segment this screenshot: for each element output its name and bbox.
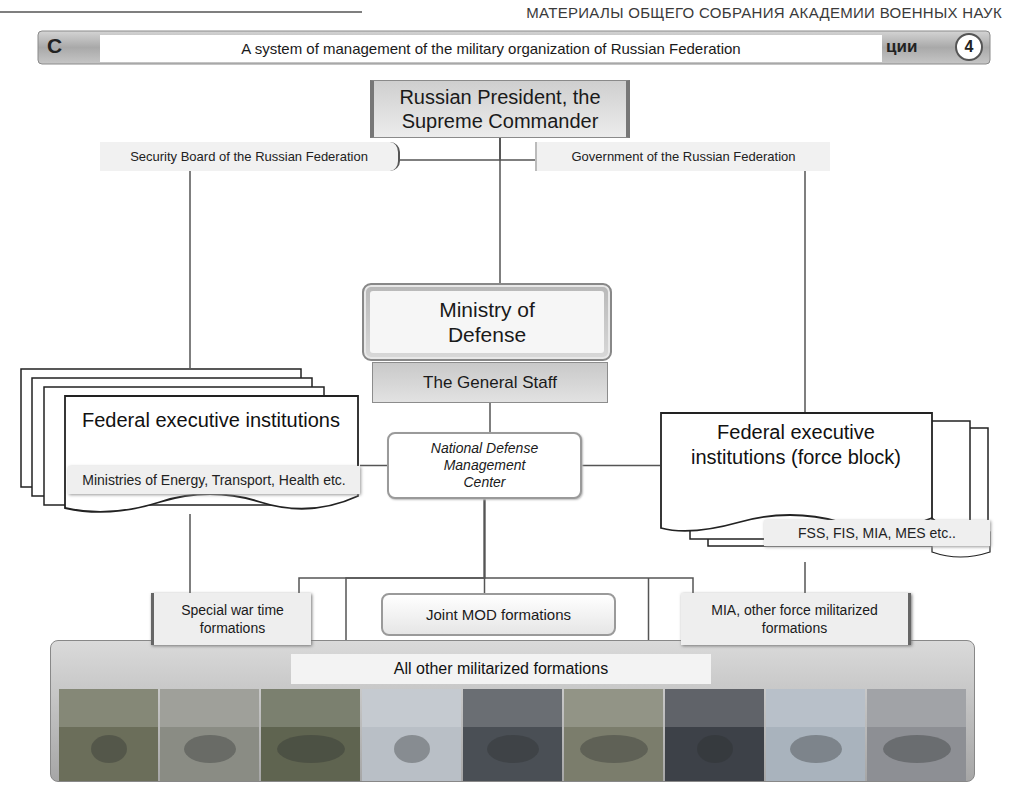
control-center-box: National Defense Management Center [387,432,582,499]
diagram-title: A system of management of the military o… [100,35,882,62]
government-box: Government of the Russian Federation [535,142,830,171]
agency-stack: Federal executive institutionsMinistries… [20,368,360,514]
node-text: Ministry of Defense [400,297,575,347]
connector-line [299,499,485,593]
title-banner [38,31,990,64]
node-text: All other militarized formations [291,654,711,684]
connector-line [189,171,191,368]
staff-box: The General Staff [372,362,608,403]
header-text: МАТЕРИАЛЫ ОБЩЕГО СОБРАНИЯ АКАДЕМИИ ВОЕНН… [372,4,1002,21]
node-text: Government of the Russian Federation [547,148,820,165]
banner-suffix: ции [886,37,917,57]
connector-line [489,403,491,432]
formation-box: MIA, other force militarized formations [681,593,911,645]
node-text: National Defense Management Center [423,440,547,491]
connector-line [360,465,387,467]
ministry-box: Ministry of Defense [362,283,612,361]
connector-line [499,138,501,283]
formations-band: All other militarized formationsSpecial … [50,640,975,782]
node-text: Federal executive institutions [82,408,340,433]
connector-line [189,514,191,593]
node-body: Ministries of Energy, Transport, Health … [68,466,360,494]
connector-line [400,138,500,160]
connector-line [582,465,660,467]
node-body: FSS, FIS, MIA, MES etc.. [764,520,990,546]
node-text: Special war time formations [162,601,303,637]
connector-line [804,562,806,593]
node-text: MIA, other force militarized formations [689,601,900,637]
page-number: 4 [955,33,983,61]
connector-line [804,171,806,412]
box-panel: Ministry of Defense [370,291,604,353]
formation-box: Joint MOD formations [381,593,616,636]
banner-letter: С [47,34,62,58]
connector-line [500,138,535,160]
node-text: Security Board of the Russian Federation [110,148,388,165]
formation-box: Special war time formations [151,593,311,645]
force-agency-stack: Federal executive institutions (force bl… [660,412,992,562]
node-text: Federal executive institutions (force bl… [670,420,922,470]
node-text: The General Staff [381,372,599,393]
commander-box: Russian President, the Supreme Commander [370,80,630,138]
node-text: Joint MOD formations [391,605,606,624]
connector-line [346,499,649,640]
node-text: Russian President, the Supreme Commander [384,85,616,133]
council-box: Security Board of the Russian Federation [100,142,400,171]
header-rule [0,11,362,13]
